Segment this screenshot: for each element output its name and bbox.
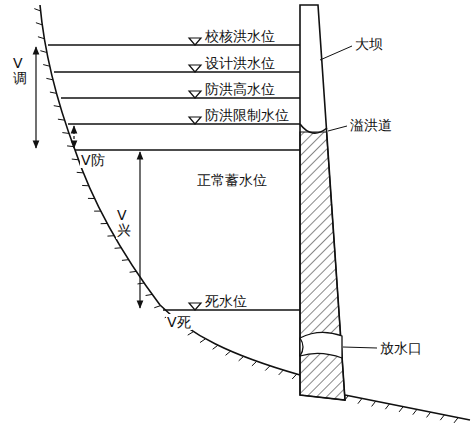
ground-tick (50, 92, 57, 93)
ground-tick (43, 65, 50, 67)
ground-tick (226, 351, 231, 355)
part-label: 放水口 (379, 340, 423, 356)
dam-body (300, 5, 345, 400)
ground-tick (154, 306, 160, 308)
ground-tick (427, 412, 431, 417)
water-level-label: 防洪限制水位 (204, 107, 290, 123)
ground-tick (188, 332, 194, 335)
water-level-label: 校核洪水位 (204, 28, 276, 44)
ground-tick (62, 132, 69, 134)
volume-label: V兴 (116, 208, 132, 239)
ground-tick (239, 356, 244, 361)
ground-tick (385, 404, 389, 409)
ground-hatching (34, 9, 458, 423)
ground-tick (36, 23, 42, 25)
ground-tick (413, 409, 417, 414)
ground-tick (107, 235, 114, 236)
ground-tick (94, 211, 101, 212)
volume-label: V死 (166, 314, 192, 330)
water-level-label: 正常蓄水位 (196, 172, 268, 188)
ground-tick (372, 401, 376, 406)
dam-hatching (300, 132, 345, 400)
volume-label: V调 (12, 56, 28, 87)
ground-tick (46, 78, 53, 79)
water-level-label: 设计洪水位 (204, 55, 276, 71)
ground-tick (252, 361, 257, 366)
ground-tick (358, 398, 362, 403)
ground-tick (40, 51, 46, 53)
reservoir-bank (40, 5, 470, 420)
spillway-symbol (300, 124, 327, 133)
ground-tick (279, 370, 284, 375)
volume-label: V防 (80, 152, 106, 168)
part-label: 大坝 (354, 36, 384, 52)
ground-tick (54, 106, 61, 107)
ground-tick (265, 366, 270, 371)
ground-tick (454, 418, 458, 423)
ground-tick (440, 415, 444, 420)
ground-tick (82, 185, 89, 186)
ground-tick (67, 145, 74, 147)
water-level-label: 死水位 (204, 293, 248, 309)
ground-tick (34, 9, 40, 11)
ground-tick (213, 345, 218, 349)
leader-lines (320, 46, 377, 348)
part-label: 溢洪道 (349, 117, 393, 133)
ground-tick (72, 159, 79, 161)
ground-tick (146, 294, 153, 295)
ground-tick (58, 119, 65, 121)
ground-tick (137, 282, 144, 284)
ground-tick (77, 172, 84, 174)
ground-tick (115, 247, 122, 249)
outlet-symbol (300, 332, 342, 358)
ground-tick (101, 223, 108, 224)
ground-tick (200, 339, 206, 343)
volume-arrows (36, 47, 140, 308)
ground-tick (38, 37, 44, 39)
ground-tick (88, 198, 95, 199)
ground-tick (399, 407, 403, 412)
water-level-label: 防洪高水位 (204, 81, 276, 97)
ground-tick (292, 374, 297, 379)
ground-tick (130, 271, 137, 273)
ground-tick (122, 259, 129, 261)
